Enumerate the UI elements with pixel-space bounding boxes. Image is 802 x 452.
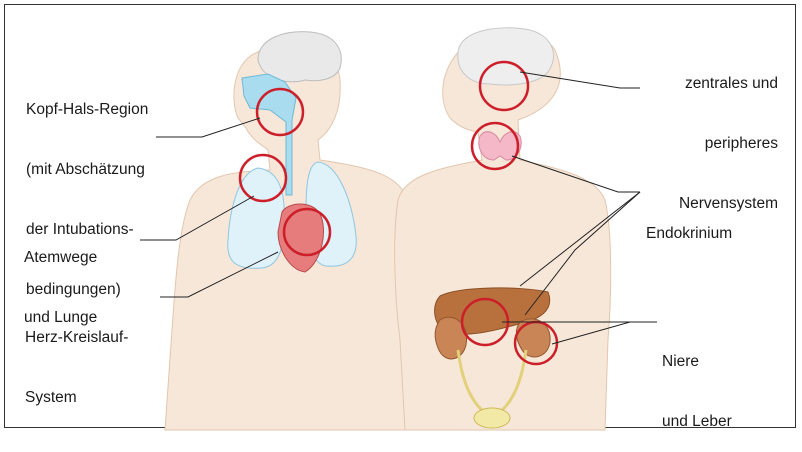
label-head-neck-line-2: (mit Abschätzung (26, 160, 148, 180)
label-kidney-liver-line-1: Niere (662, 352, 732, 372)
label-kidney-liver: Niere und Leber (662, 312, 732, 452)
right-body-silhouette (395, 32, 611, 430)
left-brain (258, 32, 341, 82)
label-head-neck-line-1: Kopf-Hals-Region (26, 100, 148, 120)
label-airways-line-1: Atemwege (24, 248, 97, 268)
label-nervous-line-2: peripheres (679, 134, 778, 154)
right-brain (458, 28, 554, 85)
label-endocrine: Endokrinium (646, 184, 732, 264)
label-cardio: Herz-Kreislauf- System (25, 288, 128, 428)
label-cardio-line-1: Herz-Kreislauf- (25, 328, 128, 348)
label-endocrine-line-1: Endokrinium (646, 224, 732, 244)
label-nervous-line-1: zentrales und (679, 74, 778, 94)
bladder (474, 408, 510, 428)
label-kidney-liver-line-2: und Leber (662, 412, 732, 432)
label-cardio-line-2: System (25, 388, 128, 408)
